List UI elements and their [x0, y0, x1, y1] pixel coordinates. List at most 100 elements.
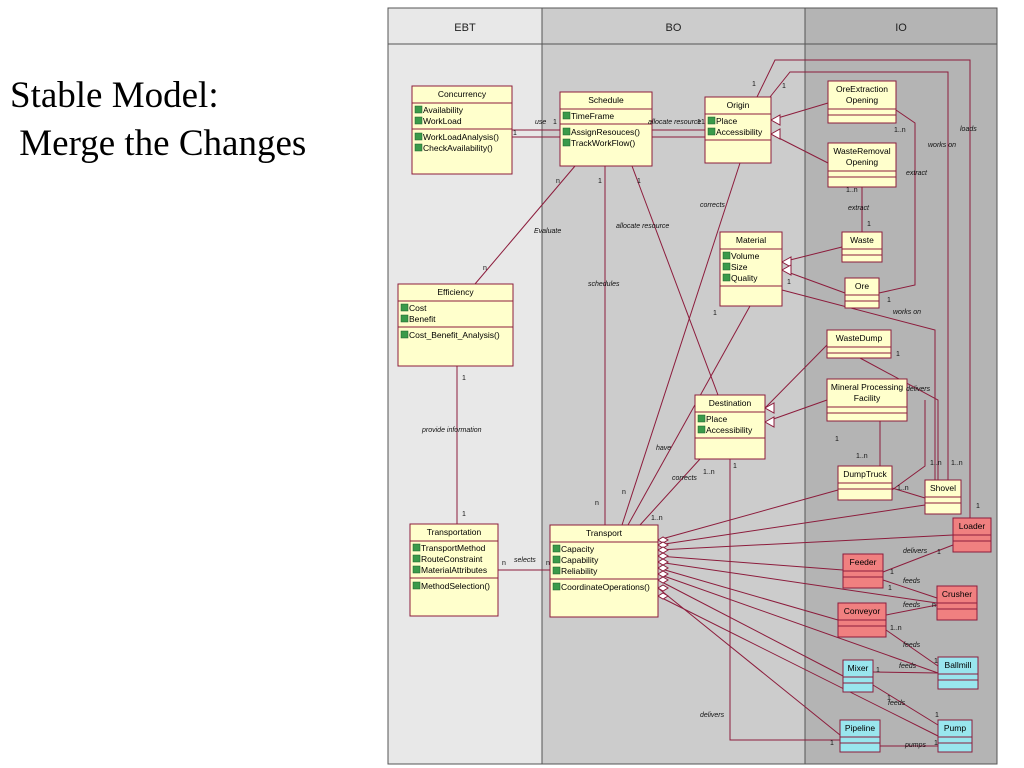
multiplicity-label: 1: [887, 297, 891, 304]
class-dumptruck[interactable]: DumpTruck: [837, 465, 893, 501]
attribute-icon: [697, 425, 706, 434]
class-attribute: Cost: [409, 303, 427, 313]
multiplicity-label: 1: [890, 569, 894, 576]
multiplicity-label: 1: [733, 463, 737, 470]
class-operation: CheckAvailability(): [423, 143, 493, 153]
generalization-arrowhead: [763, 416, 775, 428]
class-attribute: Accessibility: [706, 425, 753, 435]
class-crusher[interactable]: Crusher: [936, 585, 978, 621]
association-label: works on: [928, 142, 956, 149]
association-line: [872, 684, 939, 726]
class-attribute: MaterialAttributes: [421, 565, 487, 575]
attribute-icon: [412, 543, 421, 552]
multiplicity-label: 1: [637, 178, 641, 185]
attribute-icon: [400, 303, 409, 312]
slide-title-line-2: Merge the Changes: [10, 123, 307, 164]
association-line: [639, 458, 701, 526]
class-name: Feeder: [850, 557, 877, 567]
class-conveyor[interactable]: Conveyor: [837, 602, 887, 638]
class-name: OreExtraction: [836, 84, 888, 94]
attribute-icon: [707, 116, 716, 125]
class-feeder[interactable]: Feeder: [842, 553, 884, 589]
multiplicity-label: 1..n: [856, 453, 868, 460]
class-ore[interactable]: Ore: [844, 277, 880, 309]
association-line: [657, 587, 841, 736]
association-line: [781, 269, 846, 294]
multiplicity-label: 1: [867, 221, 871, 228]
class-shovel[interactable]: Shovel: [924, 479, 962, 515]
attribute-icon: [707, 127, 716, 136]
operation-icon: [414, 143, 423, 152]
association-line: [781, 289, 936, 480]
operation-icon: [412, 581, 421, 590]
multiplicity-label: 1: [934, 658, 938, 665]
class-wastedump[interactable]: WasteDump: [826, 329, 892, 359]
association-label: pumps: [904, 742, 927, 749]
class-name: Efficiency: [437, 287, 474, 297]
class-name: Concurrency: [438, 89, 487, 99]
class-transport[interactable]: TransportCapacityCapabilityReliabilityCo…: [549, 524, 659, 618]
class-loader[interactable]: Loader: [952, 517, 992, 553]
association-line: [885, 629, 939, 667]
multiplicity-label: 1: [713, 310, 717, 317]
class-ballmill[interactable]: Ballmill: [937, 656, 979, 690]
class-schedule[interactable]: ScheduleTimeFrameAssignResouces()TrackWo…: [559, 91, 653, 167]
operation-icon: [562, 127, 571, 136]
class-name: Facility: [854, 393, 881, 403]
association-label: extract: [848, 205, 870, 212]
association-label: feeds: [903, 602, 921, 609]
class-transportation[interactable]: TransportationTransportMethodRouteConstr…: [409, 523, 499, 617]
class-name: Crusher: [942, 589, 972, 599]
multiplicity-label: 1: [896, 351, 900, 358]
multiplicity-label: 1: [598, 178, 602, 185]
class-efficiency[interactable]: EfficiencyCostBenefitCost_Benefit_Analys…: [397, 283, 514, 367]
multiplicity-label: 1: [697, 119, 701, 126]
class-name: Pipeline: [845, 723, 876, 733]
association-label: feeds: [899, 663, 917, 670]
attribute-icon: [552, 555, 561, 564]
association-line: [781, 246, 843, 263]
multiplicity-label: 1: [462, 375, 466, 382]
multiplicity-label: 1..n: [703, 469, 715, 476]
class-attribute: Benefit: [409, 314, 436, 324]
aggregation-diamond: [657, 584, 669, 592]
class-concurrency[interactable]: ConcurrencyAvailabilityWorkLoadWorkLoadA…: [411, 85, 513, 175]
class-mixer[interactable]: Mixer: [842, 659, 874, 693]
class-pipeline[interactable]: Pipeline: [839, 719, 881, 753]
class-attribute: WorkLoad: [423, 116, 462, 126]
generalization-arrowhead: [769, 128, 781, 140]
association-line: [891, 400, 926, 491]
associations: [456, 59, 971, 747]
attribute-icon: [400, 314, 409, 323]
class-name: Mineral Processing: [831, 382, 904, 392]
slide-title: Stable Model: Merge the Changes: [10, 72, 306, 168]
class-name: Material: [736, 235, 766, 245]
multiplicity-label: n: [932, 602, 936, 609]
aggregation-diamond: [657, 541, 669, 549]
class-name: Shovel: [930, 483, 956, 493]
operation-icon: [562, 138, 571, 147]
association-label: allocate resource: [616, 223, 669, 230]
multiplicity-label: 1: [876, 667, 880, 674]
multiplicity-label: 1: [830, 740, 834, 747]
association-label: feeds: [903, 642, 921, 649]
class-waste[interactable]: Waste: [841, 231, 883, 263]
association-line: [885, 604, 938, 616]
attribute-icon: [562, 111, 571, 120]
class-operation: CoordinateOperations(): [561, 582, 650, 592]
multiplicity-label: 1: [701, 119, 705, 126]
attribute-icon: [722, 262, 731, 271]
association-label: delivers: [903, 548, 928, 555]
multiplicity-label: 1: [462, 511, 466, 518]
multiplicity-label: 1: [888, 585, 892, 592]
class-pump[interactable]: Pump: [937, 719, 973, 753]
association-line: [756, 59, 971, 518]
class-attribute: Quality: [731, 273, 758, 283]
